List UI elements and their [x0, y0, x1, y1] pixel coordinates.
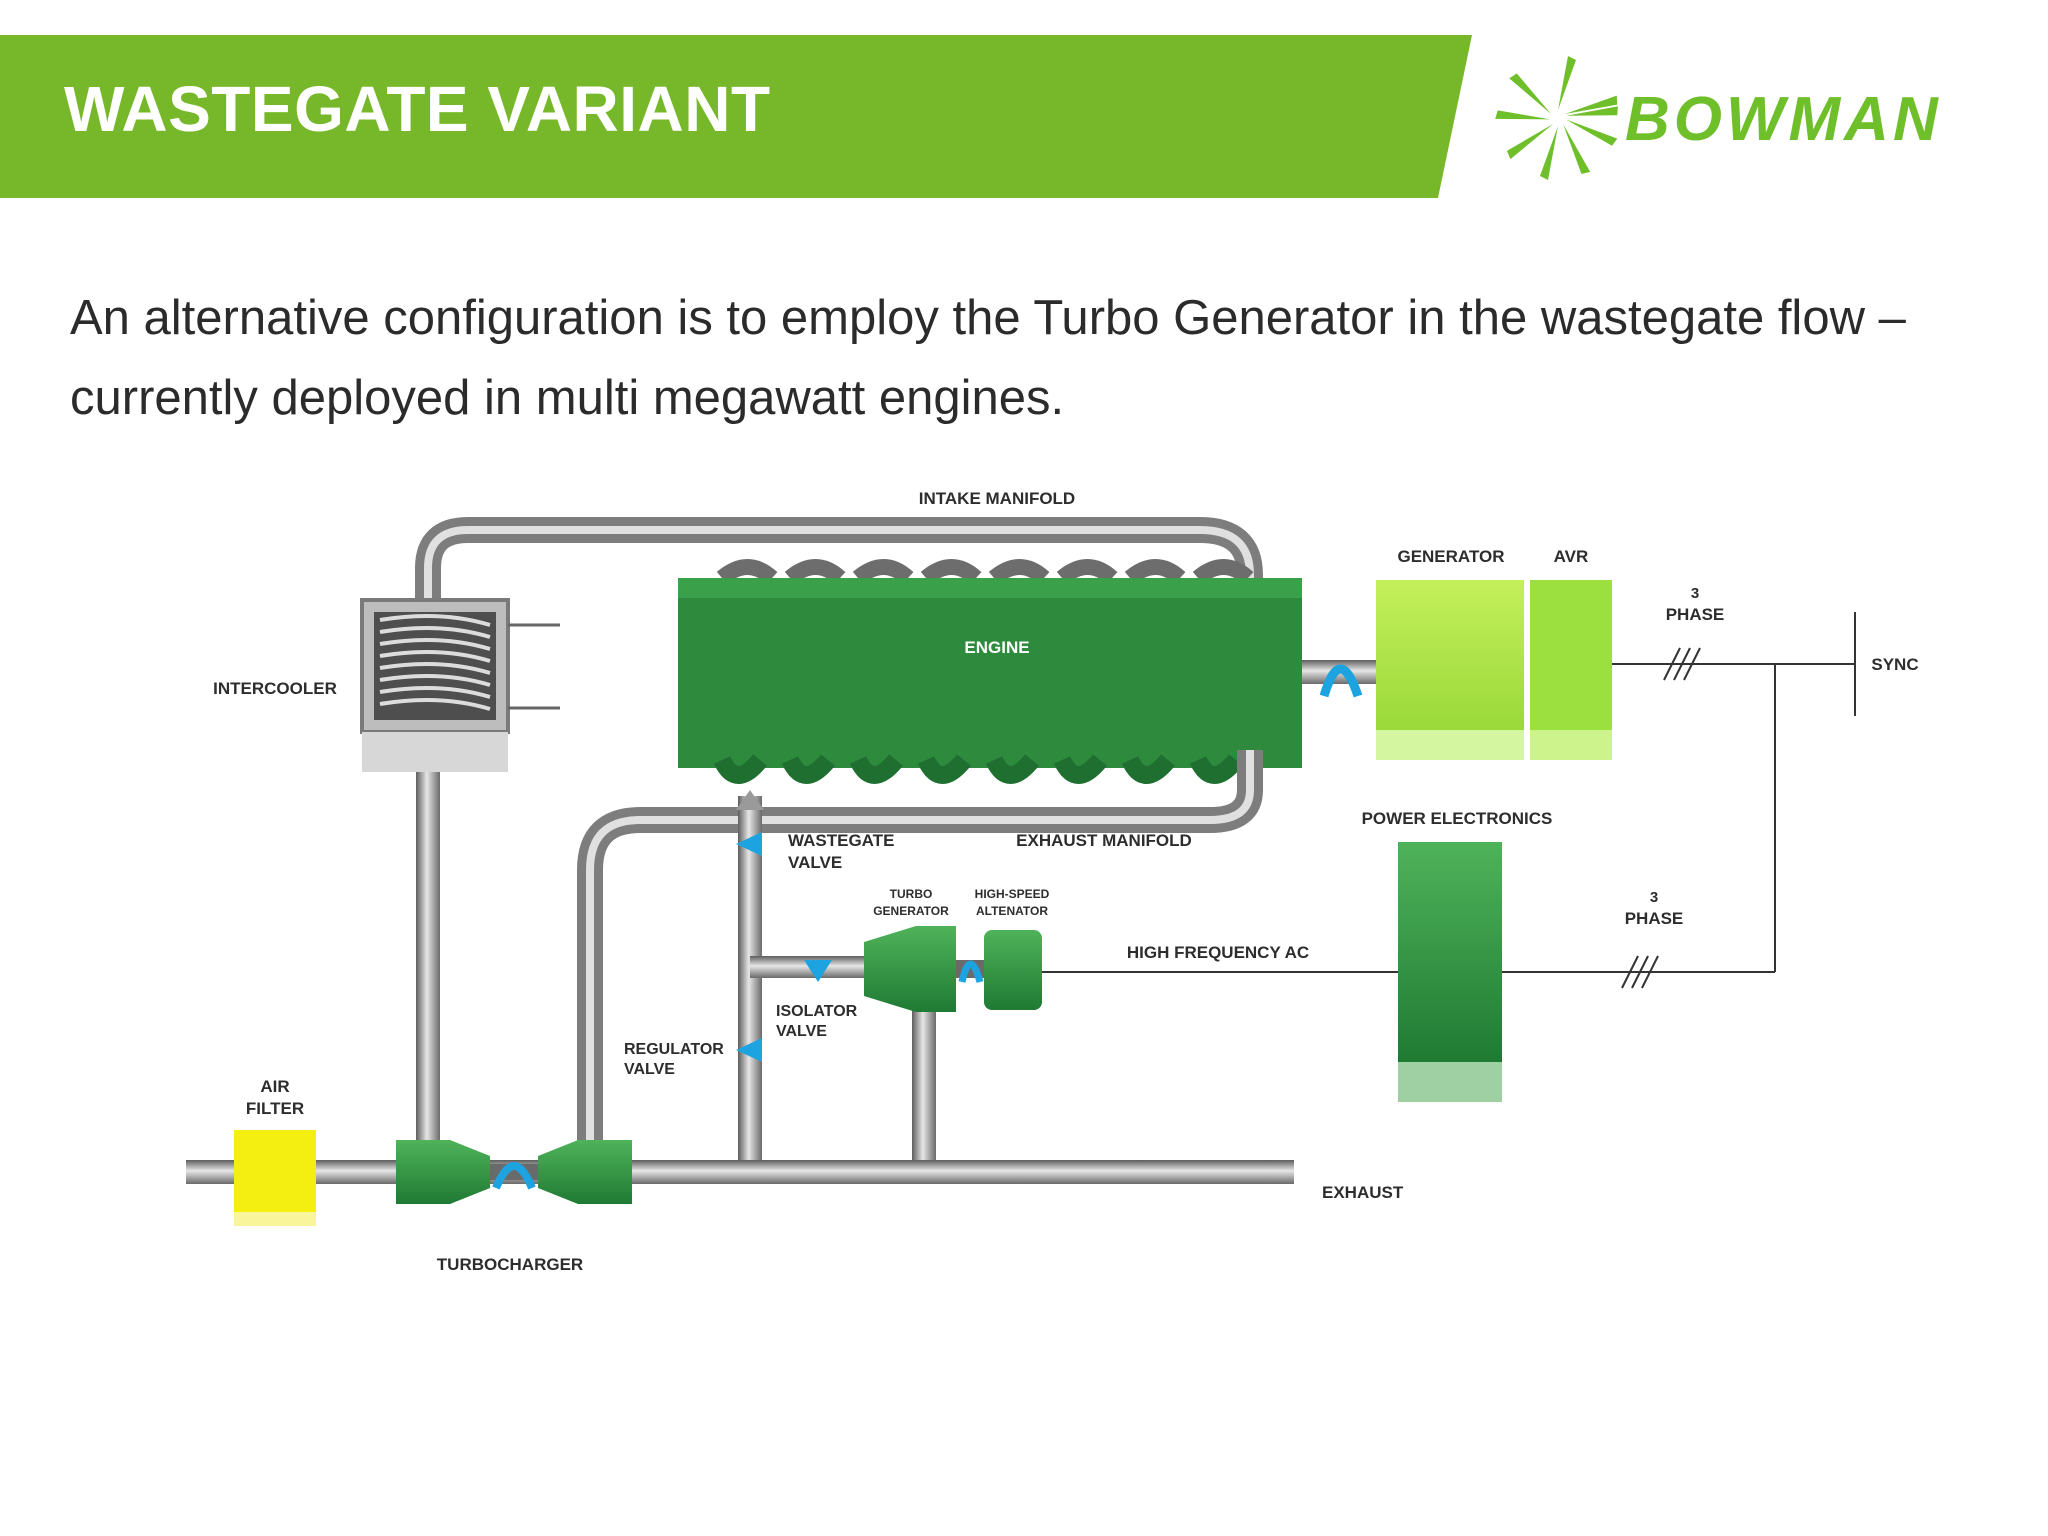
- three-phase-top-label-1: 3: [1691, 585, 1699, 602]
- high-speed-alternator: [984, 930, 1042, 1010]
- bowman-logo: BOWMAN: [1495, 56, 1942, 180]
- alternator-label-2: ALTENATOR: [976, 904, 1048, 918]
- exhaust-runners: [713, 754, 1244, 784]
- sync-label: SYNC: [1871, 655, 1918, 674]
- wastegate-valve-marker: [736, 832, 762, 856]
- title-banner: [0, 35, 1472, 198]
- logo-wordmark: BOWMAN: [1625, 85, 1942, 154]
- header-bar: [0, 35, 1472, 198]
- air-filter-label-2: FILTER: [246, 1099, 304, 1118]
- isolator-valve-label-2: VALVE: [776, 1023, 827, 1040]
- intercooler-downpipe: [416, 772, 440, 1172]
- air-filter-label-1: AIR: [260, 1077, 289, 1096]
- turbine-burst-icon: [1495, 56, 1618, 180]
- wastegate-pipe: [738, 796, 762, 1172]
- three-phase-bottom-label-2: PHASE: [1625, 909, 1684, 928]
- turbocharger: [396, 1140, 632, 1204]
- turbo-rotation-icon: [492, 1162, 536, 1190]
- isolator-valve-label-1: ISOLATOR: [776, 1003, 858, 1020]
- intercooler-label: INTERCOOLER: [213, 679, 337, 698]
- turbo-generator-label-1: TURBO: [890, 887, 933, 901]
- exhaust-manifold-label: EXHAUST MANIFOLD: [1016, 831, 1192, 850]
- three-phase-top-label-2: PHASE: [1666, 605, 1725, 624]
- wastegate-valve-label-2: VALVE: [788, 853, 842, 872]
- wiring: [1042, 612, 1856, 989]
- intercooler-coil: [379, 614, 491, 711]
- alternator-label-1: HIGH-SPEED: [975, 887, 1050, 901]
- avr-box: [1530, 580, 1612, 730]
- engine-label: ENGINE: [964, 638, 1029, 657]
- slide-title: WASTEGATE VARIANT: [64, 73, 771, 145]
- turbo-generator: [864, 926, 956, 1012]
- generator-box: [1376, 580, 1524, 730]
- regulator-valve-marker: [736, 1038, 762, 1062]
- wastegate-valve-label-1: WASTEGATE: [788, 831, 894, 850]
- power-electronics-label: POWER ELECTRONICS: [1362, 809, 1553, 828]
- regulator-valve-label-1: REGULATOR: [624, 1041, 724, 1058]
- generator-label: GENERATOR: [1397, 547, 1504, 566]
- exhaust-label: EXHAUST: [1322, 1183, 1404, 1202]
- shaft-rotation-icon: [1319, 664, 1363, 698]
- avr-label: AVR: [1554, 547, 1589, 566]
- intake-manifold-label: INTAKE MANIFOLD: [919, 489, 1075, 508]
- main-exhaust-pipe: [186, 1160, 1294, 1184]
- turbo-generator-label-2: GENERATOR: [873, 904, 949, 918]
- wastegate-diagram: ENGINE: [186, 489, 1919, 1274]
- intro-paragraph: An alternative configuration is to emplo…: [70, 291, 1906, 425]
- high-frequency-ac-label: HIGH FREQUENCY AC: [1127, 943, 1309, 962]
- turbo-gen-exhaust-pipe: [912, 1000, 936, 1172]
- isolator-valve-marker: [804, 960, 832, 982]
- three-phase-bottom-label-1: 3: [1650, 889, 1658, 906]
- engine-block: [678, 578, 1302, 768]
- alternator-rotation-icon: [958, 960, 984, 983]
- turbocharger-label: TURBOCHARGER: [437, 1255, 583, 1274]
- power-electronics-box: [1398, 842, 1502, 1062]
- regulator-valve-label-2: VALVE: [624, 1061, 675, 1078]
- air-filter: [234, 1130, 316, 1212]
- intake-runners: [716, 559, 1254, 585]
